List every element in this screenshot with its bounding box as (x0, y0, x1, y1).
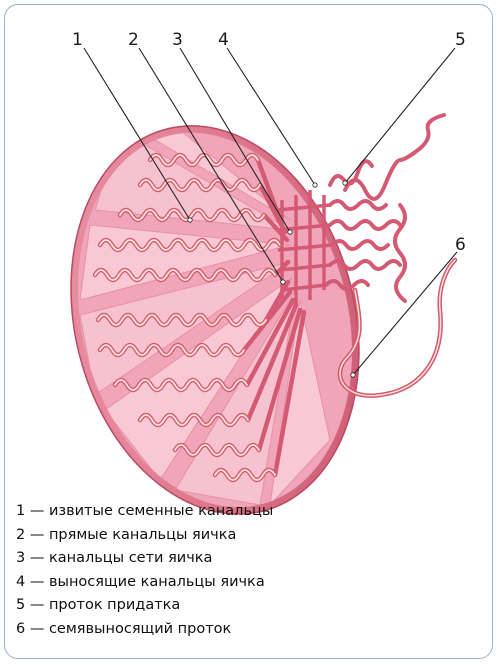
callout-5: 5 (455, 30, 466, 50)
callout-4: 4 (218, 30, 229, 50)
callout-1: 1 (72, 30, 83, 50)
legend-item: 3 — канальцы сети яичка (16, 547, 273, 571)
legend-item: 4 — выносящие канальцы яичка (16, 571, 273, 595)
legend-list: 1 — извитые семенные канальцы 2 — прямые… (16, 500, 273, 641)
callout-6: 6 (455, 235, 466, 255)
callout-2: 2 (128, 30, 139, 50)
callout-3: 3 (172, 30, 183, 50)
legend-item: 6 — семявыносящий проток (16, 618, 273, 642)
legend-item: 2 — прямые канальцы яичка (16, 524, 273, 548)
legend-item: 1 — извитые семенные канальцы (16, 500, 273, 524)
legend-item: 5 — проток придатка (16, 594, 273, 618)
